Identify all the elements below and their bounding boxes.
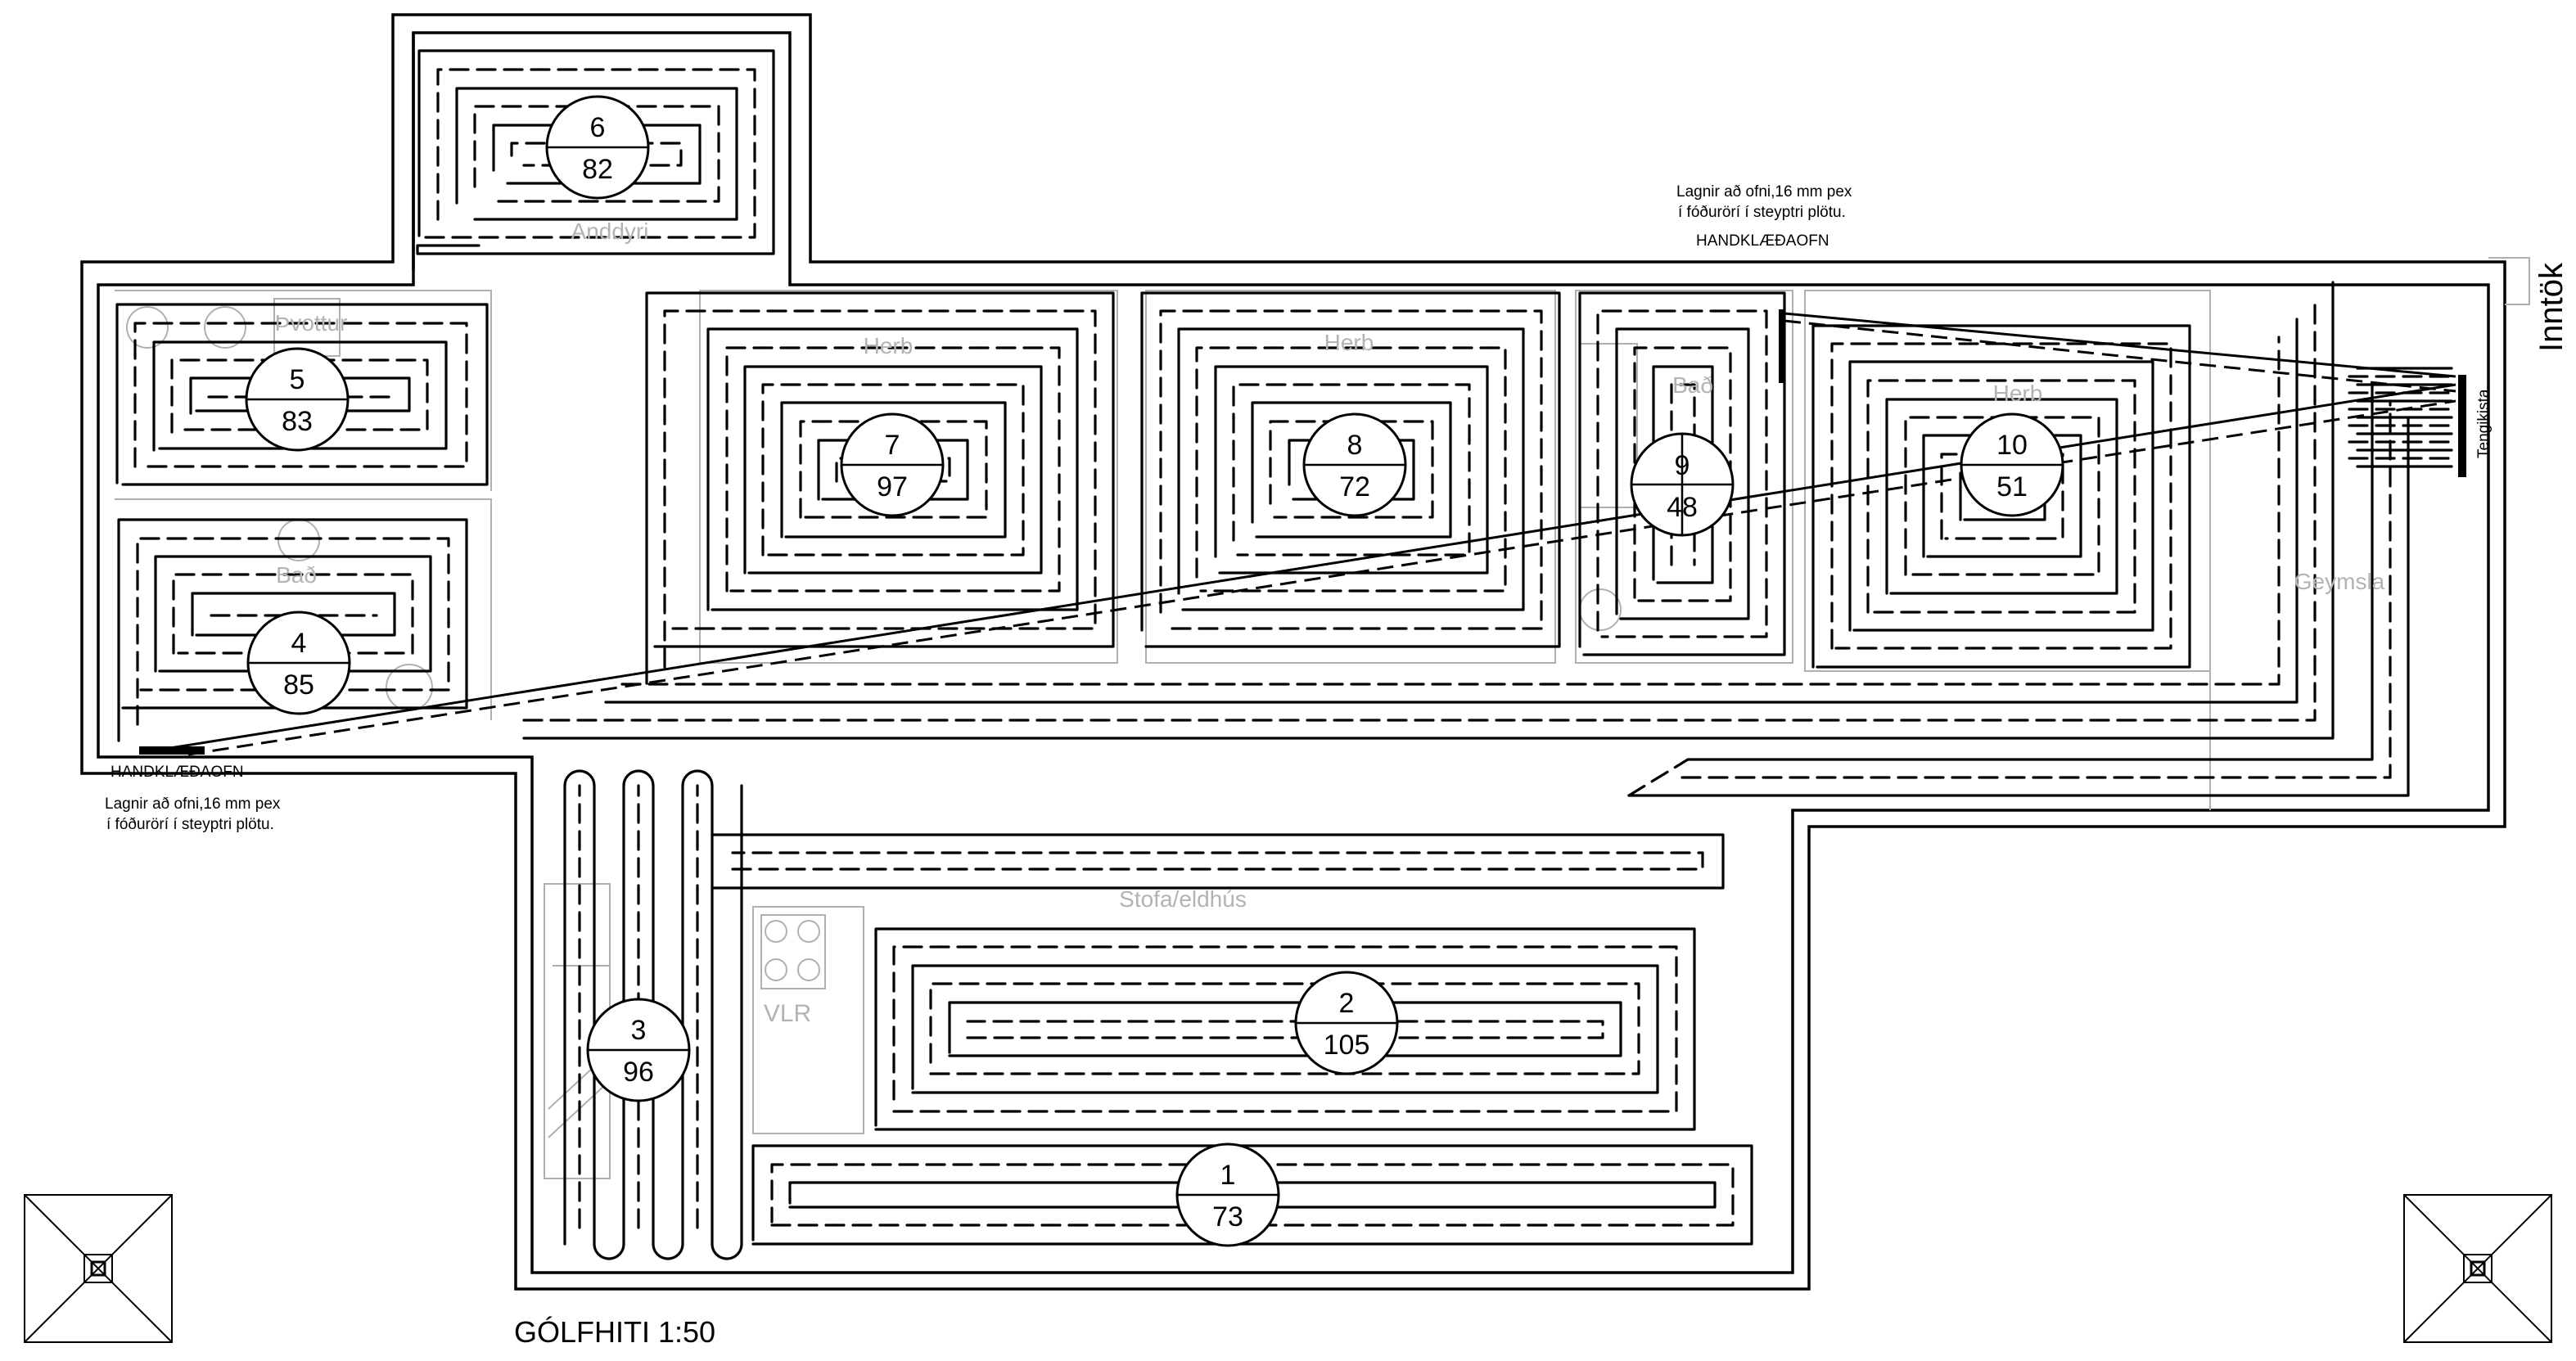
loop-bubble: 5 83 [245, 347, 350, 452]
loop-bubble: 9 48 [1630, 432, 1735, 537]
loop-id: 4 [291, 628, 307, 659]
room-label: Herb [864, 333, 914, 358]
loop-id: 9 [1675, 450, 1690, 481]
note-line: Lagnir að ofni,16 mm pex [105, 795, 281, 813]
building-outline [80, 13, 2530, 1291]
room-label: Herb [1324, 330, 1374, 355]
loop-9-coil [1578, 291, 1786, 656]
loop-id: 3 [631, 1015, 647, 1046]
loop-bubble: 10 51 [1960, 412, 2064, 517]
radiator-bars [139, 309, 2466, 755]
loop-length: 83 [282, 406, 313, 437]
loop-bubble: 1 73 [1175, 1142, 1280, 1247]
loop-id: 10 [1996, 430, 2028, 461]
note-heading: HANDKLÆÐAOFN [111, 764, 244, 781]
corner-symbol-right [2403, 1194, 2552, 1343]
loop-id: 7 [885, 430, 900, 461]
loop-bubble: 3 96 [586, 998, 691, 1102]
loop-6-coil [416, 49, 775, 255]
note-line: í fóðurörí í steyptri plötu. [106, 816, 274, 833]
loop-id: 8 [1347, 430, 1363, 461]
heating-loops [115, 49, 2456, 1260]
loop-1-coil [751, 1144, 1753, 1246]
loop-id: 6 [590, 112, 606, 143]
loop-length: 96 [623, 1057, 654, 1088]
loop-bubble: 4 85 [246, 611, 351, 715]
loop-length: 48 [1667, 492, 1698, 523]
room-label: Anddyri [571, 219, 649, 244]
loop-bubble: 2 105 [1294, 971, 1399, 1075]
radiator-note-left: HANDKLÆÐAOFN Lagnir að ofni,16 mm pex í … [105, 764, 281, 833]
loop-length: 72 [1339, 471, 1370, 502]
loop-id: 2 [1339, 988, 1355, 1019]
loop-bubble: 7 97 [840, 412, 945, 517]
manifold [2458, 375, 2466, 477]
loop-bubble: 8 72 [1302, 412, 1407, 517]
loop-labels: 1 73 2 105 3 96 4 85 5 83 6 82 [245, 95, 2064, 1247]
room-label: Herb [1993, 381, 2043, 406]
radiator-left [139, 746, 205, 755]
room-label: Bað [276, 562, 317, 588]
note-line: í fóðurörí í steyptri plötu. [1678, 204, 1846, 221]
note-line: Lagnir að ofni,16 mm pex [1676, 183, 1852, 201]
loop-7-coil [645, 291, 1115, 685]
note-heading: HANDKLÆÐAOFN [1696, 232, 1829, 250]
room-label: Þvottur [275, 310, 348, 336]
loop-2-coil [711, 833, 1725, 1131]
loop-length: 97 [877, 471, 908, 502]
loop-length: 51 [1996, 471, 2028, 502]
loop-length: 73 [1212, 1201, 1243, 1233]
appliance-label: VLR [764, 1000, 811, 1027]
manifold-label: Tengikista [2475, 389, 2493, 458]
radiator-note-top: Lagnir að ofni,16 mm pex í fóðurörí í st… [1676, 183, 1852, 250]
interior-furniture [115, 290, 2211, 1179]
room-label: Bað [1672, 372, 1713, 398]
loop-length: 105 [1324, 1030, 1370, 1061]
loop-length: 85 [283, 669, 314, 701]
loop-id: 5 [290, 364, 305, 395]
radiator-right [1779, 309, 1785, 383]
loop-length: 82 [582, 154, 613, 185]
loop-bubble: 6 82 [545, 95, 650, 200]
radiator-leads [138, 312, 2456, 756]
room-labels: Anddyri Þvottur Bað Herb Herb Bað Herb G… [275, 219, 2385, 1027]
loop-10-coil [1811, 324, 2191, 669]
drawing-title: GÓLFHITI 1:50 [514, 1315, 715, 1349]
supply-lines [522, 281, 2453, 797]
room-label: Stofa/eldhús [1119, 886, 1247, 912]
intake-label: Inntök [2533, 262, 2569, 352]
corner-symbol-left [24, 1194, 173, 1343]
room-label: Geymsla [2294, 569, 2385, 594]
loop-id: 1 [1220, 1160, 1236, 1191]
